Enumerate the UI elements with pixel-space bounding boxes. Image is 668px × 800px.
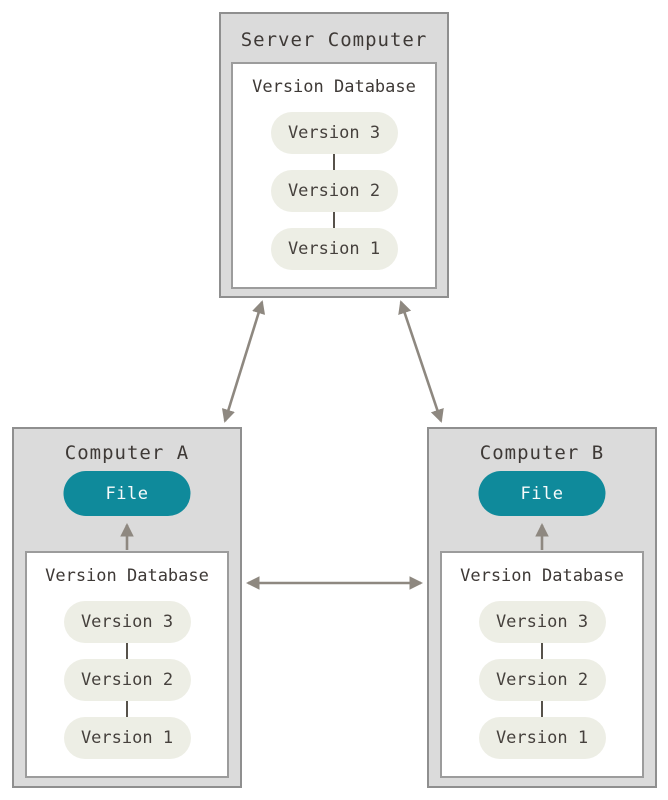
server-computer-title: Server Computer (240, 29, 428, 51)
server-version-2-pill: Version 2 (270, 170, 398, 212)
version-connector-line (333, 154, 335, 170)
server-version-1-pill: Version 1 (270, 228, 398, 270)
computer-b-box: Computer B File Version Database Version… (427, 427, 657, 788)
server-version-3-pill: Version 3 (270, 112, 398, 154)
computer-a-version-1-pill: Version 1 (63, 717, 191, 759)
computer-a-version-2-pill: Version 2 (63, 659, 191, 701)
server-version-database-label: Version Database (252, 77, 416, 97)
version-connector-line (333, 212, 335, 228)
computer-b-version-database-label: Version Database (460, 566, 624, 586)
computer-a-version-database-box: Version Database Version 3 Version 2 Ver… (25, 551, 229, 778)
arrow-server-to-computer-b (398, 300, 444, 423)
computer-a-box: Computer A File Version Database Version… (12, 427, 242, 788)
version-connector-line (541, 701, 543, 717)
computer-b-title: Computer B (479, 442, 605, 464)
computer-a-version-3-pill: Version 3 (63, 601, 191, 643)
computer-a-file-pill: File (63, 471, 191, 516)
computer-b-version-2-pill: Version 2 (478, 659, 606, 701)
computer-b-version-3-pill: Version 3 (478, 601, 606, 643)
computer-a-version-database-label: Version Database (45, 566, 209, 586)
version-connector-line (126, 701, 128, 717)
computer-a-title: Computer A (64, 442, 190, 464)
version-connector-line (541, 643, 543, 659)
computer-b-file-pill: File (478, 471, 606, 516)
server-computer-box: Server Computer Version Database Version… (219, 12, 449, 298)
arrow-server-to-computer-a (221, 300, 266, 423)
computer-b-version-database-box: Version Database Version 3 Version 2 Ver… (440, 551, 644, 778)
version-connector-line (126, 643, 128, 659)
computer-b-version-1-pill: Version 1 (478, 717, 606, 759)
server-version-database-box: Version Database Version 3 Version 2 Ver… (231, 62, 437, 289)
